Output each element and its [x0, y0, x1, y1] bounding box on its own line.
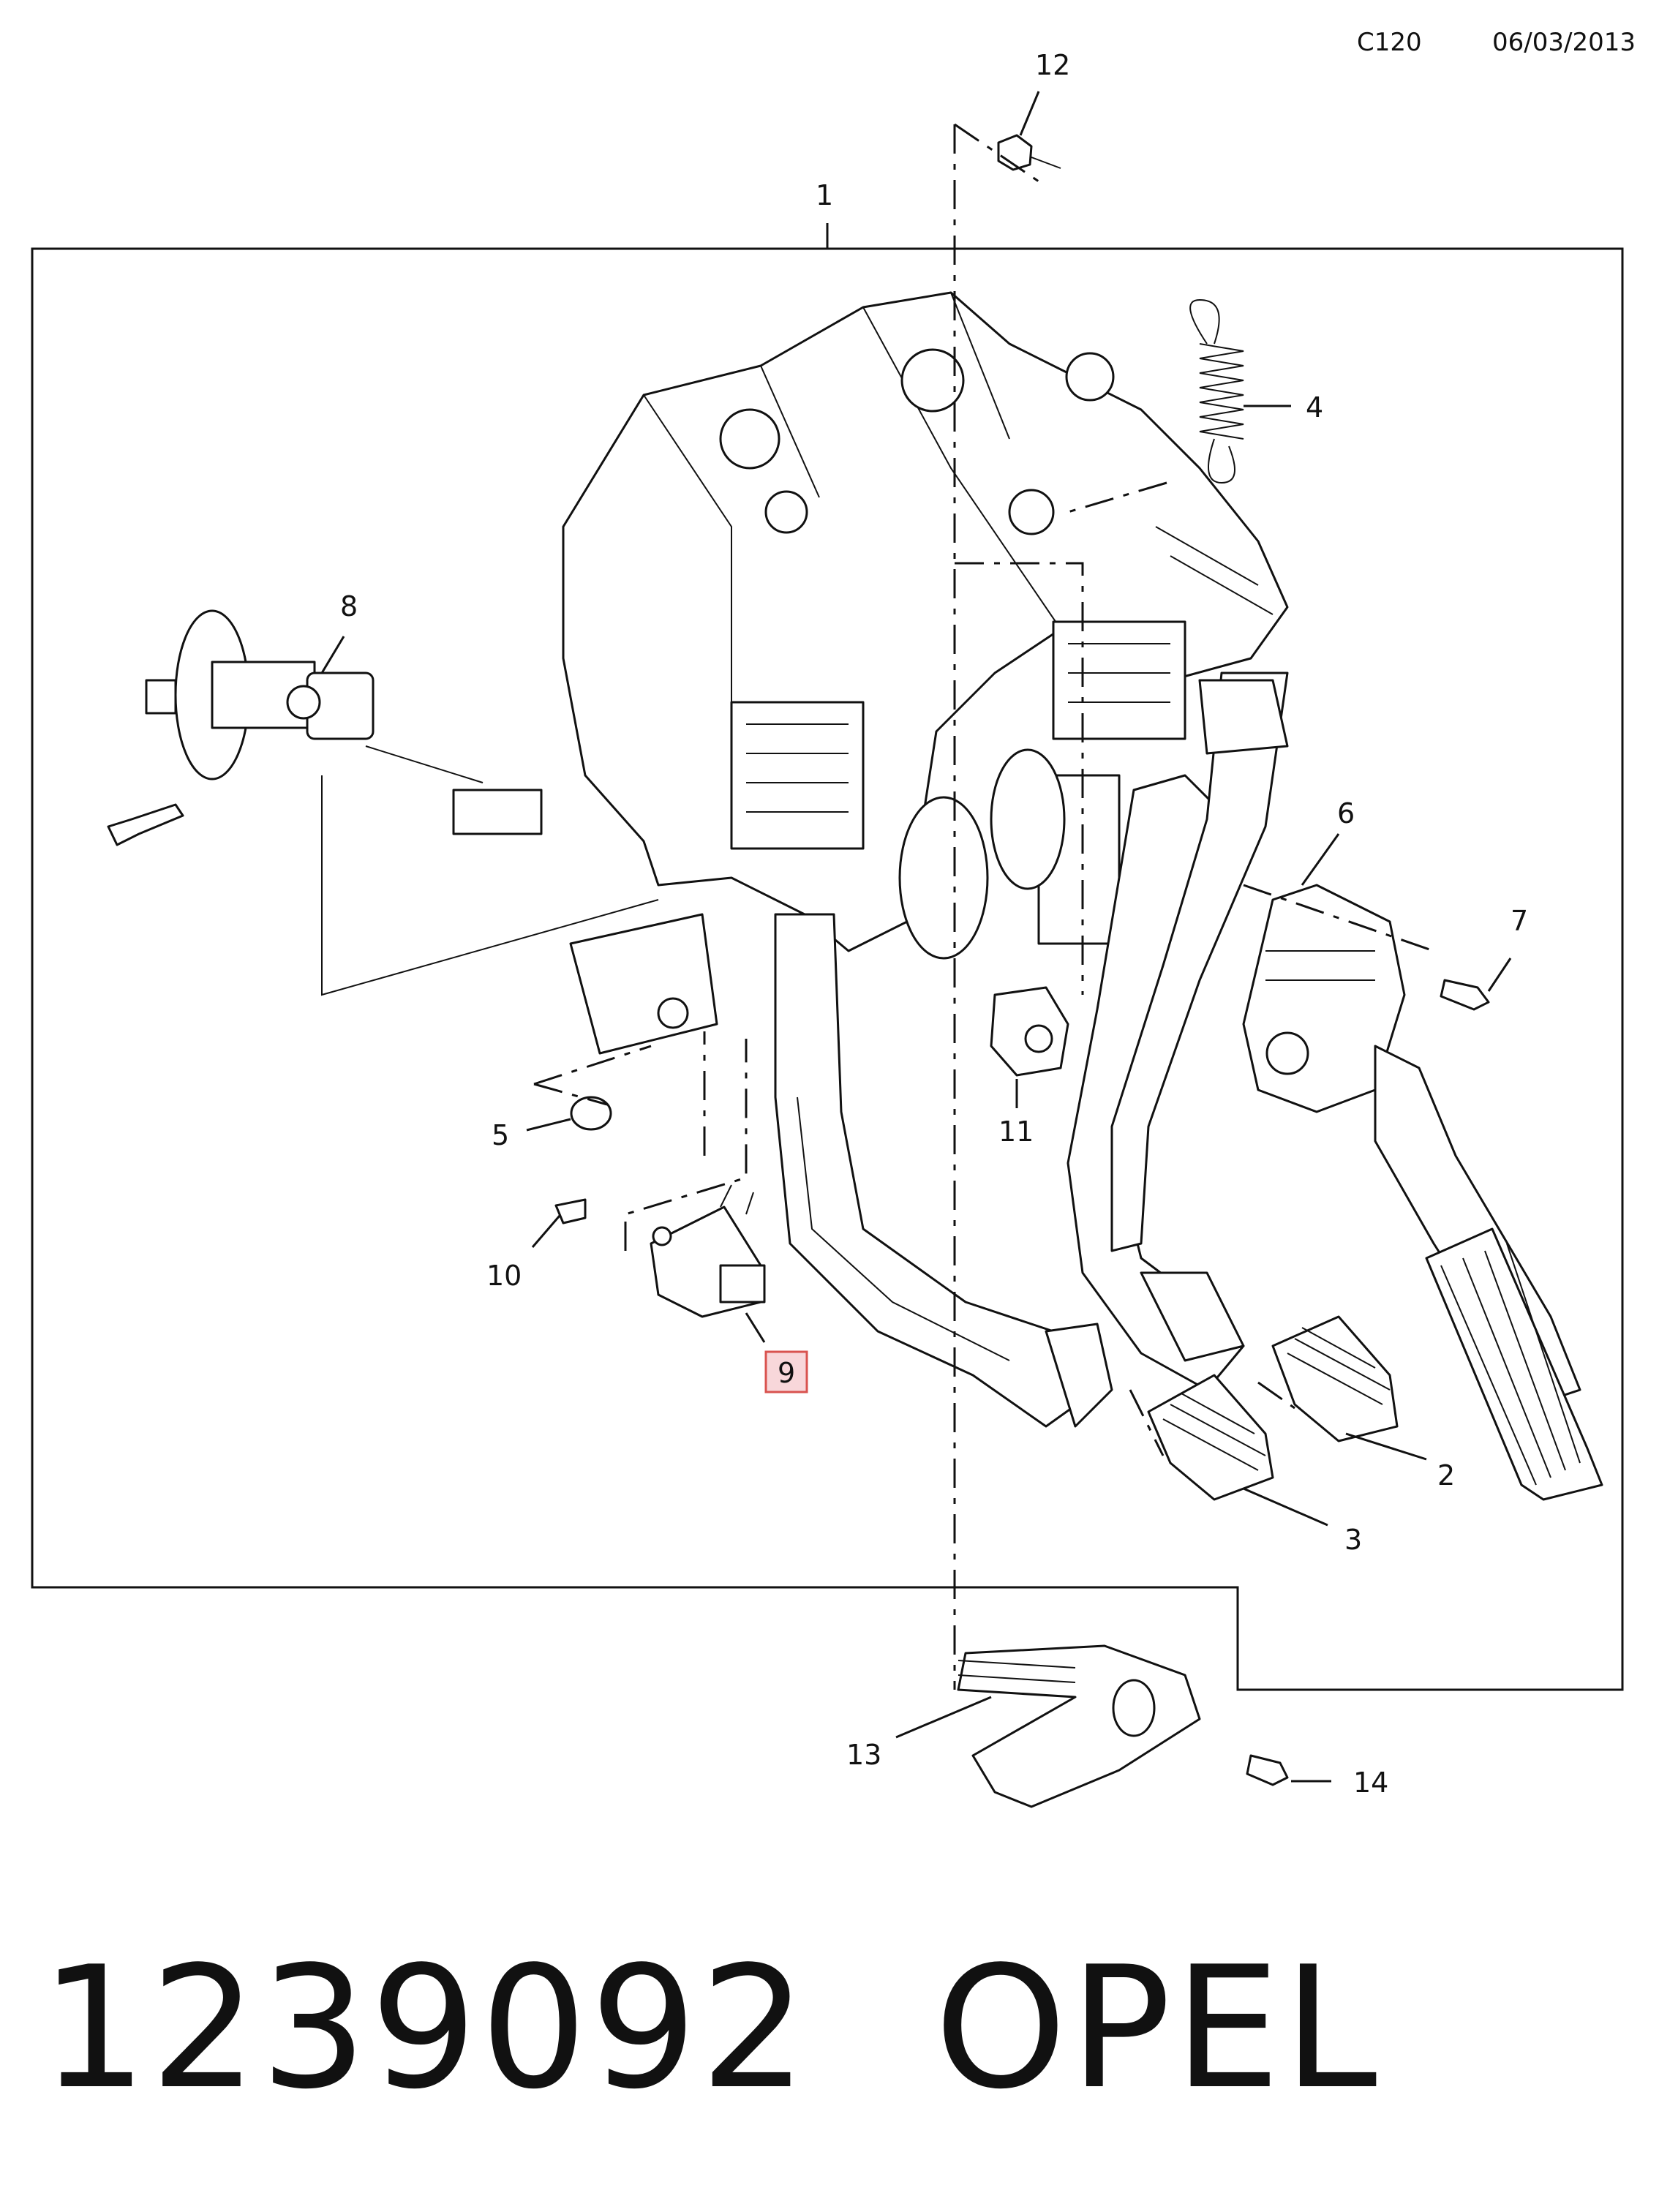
callout-9: 9: [778, 1357, 795, 1389]
accelerator-pedal-arm: [1110, 672, 1289, 1252]
top-nut: [997, 134, 1061, 171]
pedal-box-bracket: [562, 291, 1289, 960]
leader-10: [531, 1215, 561, 1248]
brand-name: OPEL: [934, 1931, 1380, 2126]
callout-4: 4: [1306, 391, 1323, 424]
assembly-frame: [31, 247, 1624, 1691]
leader-13: [895, 1696, 992, 1739]
callout-13: 13: [846, 1739, 881, 1771]
clutch-pedal-arm: [774, 913, 1113, 1428]
bracket-bolt: [1246, 1754, 1289, 1786]
diagram-code: C120: [1357, 28, 1422, 57]
leader-8: [320, 636, 345, 674]
pedal-assembly-exploded-view: 1 2 3 4 5 6 7 8 9 10 11 12 13 14: [31, 49, 1624, 1808]
footer-caption: 1239092 OPEL: [40, 1931, 1505, 2126]
clutch-switch: [650, 1184, 766, 1318]
leader-12: [1019, 91, 1040, 136]
callout-11: 11: [998, 1116, 1034, 1148]
part-number: 1239092: [40, 1931, 810, 2126]
support-bracket: [957, 1644, 1201, 1808]
plug-cap: [570, 1096, 612, 1131]
callout-5: 5: [492, 1119, 509, 1151]
callout-7: 7: [1511, 905, 1528, 937]
cylinder-bolt: [107, 803, 184, 846]
leader-5: [526, 1118, 571, 1132]
switch-bracket: [569, 913, 718, 1055]
callout-8: 8: [340, 590, 358, 622]
brake-pedal-pad: [1271, 1315, 1399, 1442]
callout-10: 10: [486, 1260, 522, 1292]
callout-14: 14: [1353, 1767, 1388, 1799]
callout-2: 2: [1437, 1459, 1455, 1491]
leader-2: [1345, 1432, 1427, 1461]
screw: [554, 1198, 587, 1224]
brake-light-switch: [990, 986, 1069, 1077]
leader-3: [1243, 1487, 1328, 1527]
callout-12: 12: [1035, 49, 1070, 81]
callout-3: 3: [1344, 1524, 1362, 1556]
leader-7: [1487, 958, 1512, 992]
return-spring: [1189, 298, 1244, 484]
leader-9: [745, 1312, 766, 1343]
callout-1: 1: [816, 179, 833, 211]
clutch-master-cylinder: [145, 609, 659, 996]
callout-9-highlight: [764, 1350, 808, 1393]
callout-6: 6: [1337, 797, 1355, 830]
accelerator-module: [1242, 884, 1603, 1501]
clutch-pedal-pad: [1147, 1374, 1274, 1501]
leader-6: [1301, 833, 1340, 886]
module-bolt: [1440, 979, 1490, 1011]
diagram-date: 06/03/2013: [1492, 28, 1636, 57]
